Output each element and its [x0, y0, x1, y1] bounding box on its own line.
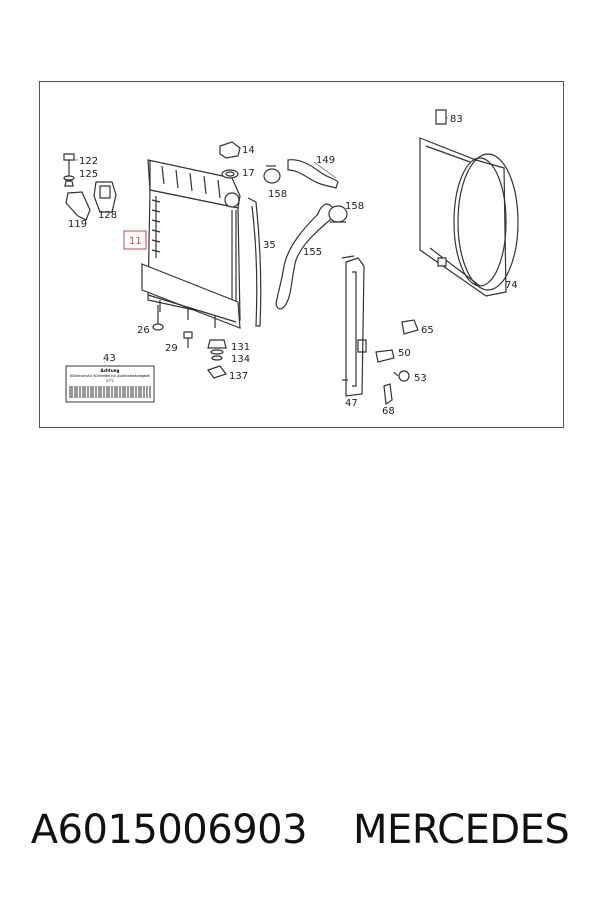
warning-label: Achtung Kühlerschutz: Kühlmittel für Auß… [65, 365, 155, 403]
callout-65[interactable]: 65 [421, 325, 434, 336]
callout-155[interactable]: 155 [303, 247, 322, 258]
callout-35[interactable]: 35 [263, 240, 276, 251]
callout-131[interactable]: 131 [231, 342, 250, 353]
callout-158-lower[interactable]: 158 [345, 201, 364, 212]
callout-17[interactable]: 17 [242, 168, 255, 179]
callout-29[interactable]: 29 [165, 343, 178, 354]
leader-lines [74, 117, 448, 179]
highlight-box [123, 230, 147, 250]
caption: A6015006903 MERCEDES [0, 800, 600, 860]
callout-50[interactable]: 50 [398, 348, 411, 359]
fasteners-drawing [152, 305, 227, 379]
callout-68[interactable]: 68 [382, 406, 395, 417]
lower-hose-drawing [275, 203, 348, 310]
callout-122[interactable]: 122 [79, 156, 98, 167]
callout-14[interactable]: 14 [242, 145, 255, 156]
callout-125[interactable]: 125 [79, 169, 98, 180]
callout-119[interactable]: 119 [68, 219, 87, 230]
callout-128[interactable]: 128 [98, 210, 117, 221]
callout-149[interactable]: 149 [316, 155, 335, 166]
callout-74[interactable]: 74 [505, 280, 518, 291]
callout-134[interactable]: 134 [231, 354, 250, 365]
warning-label-title: Achtung [101, 368, 120, 373]
upper-hose-drawing [287, 159, 339, 189]
callout-26[interactable]: 26 [137, 325, 150, 336]
rod-drawing [247, 197, 262, 327]
radiator-drawing[interactable] [141, 159, 241, 329]
callout-137[interactable]: 137 [229, 371, 248, 382]
small-parts-drawing [375, 319, 419, 406]
callout-53[interactable]: 53 [414, 373, 427, 384]
warning-label-line2: 37°C [106, 379, 115, 383]
callout-11[interactable]: 11 [129, 236, 142, 247]
warning-label-line1: Kühlerschutz: Kühlmittel für Außenbestän… [70, 374, 150, 378]
fan-shroud-drawing [419, 109, 519, 297]
barcode [69, 386, 151, 398]
side-support-drawing [341, 255, 367, 397]
callout-158-upper[interactable]: 158 [268, 189, 287, 200]
part-number: A6015006903 [30, 807, 308, 853]
callout-83[interactable]: 83 [450, 114, 463, 125]
callout-47[interactable]: 47 [345, 398, 358, 409]
brand-name: MERCEDES [353, 807, 570, 853]
callout-43[interactable]: 43 [103, 353, 116, 364]
cap-and-ring-drawing [219, 141, 281, 184]
